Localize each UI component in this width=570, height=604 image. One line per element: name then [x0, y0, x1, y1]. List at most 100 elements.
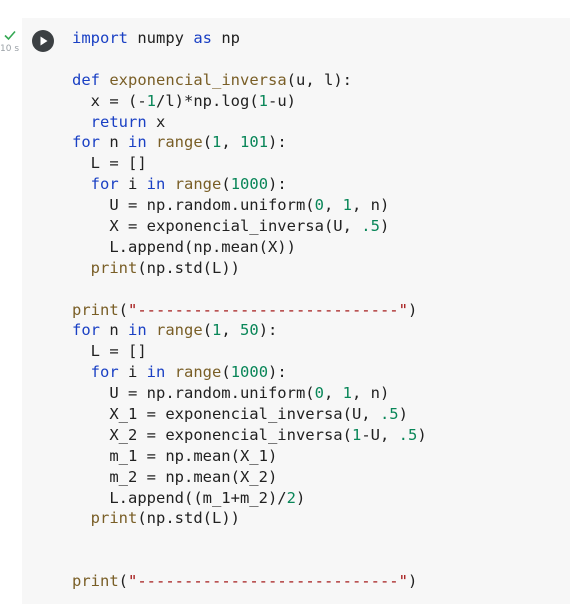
code-token: (: [202, 321, 213, 340]
code-line: U = np.random.uniform(0, 1, n): [72, 195, 427, 216]
code-token: [72, 509, 91, 527]
code-token: ,: [323, 196, 343, 215]
code-token: in: [128, 321, 147, 340]
code-line: return x: [72, 112, 427, 133]
code-line: print(np.std(L)): [72, 508, 427, 529]
code-token: (: [221, 175, 231, 194]
code-token: 1: [342, 196, 352, 215]
code-token: X_1 = exponencial_inversa(U,: [72, 405, 380, 424]
code-token: -U,: [361, 425, 399, 444]
code-token: U = np.random.uniform(: [72, 384, 315, 403]
code-token: (: [118, 300, 129, 319]
code-token: ):: [268, 175, 287, 194]
code-token: ): [379, 217, 390, 236]
code-token: n: [100, 133, 128, 152]
code-line: x = (-1/l)*np.log(1-u): [72, 91, 427, 112]
code-token: [72, 363, 91, 381]
code-token: return: [90, 112, 147, 131]
execution-time: 10 s: [0, 44, 20, 54]
code-token: "----------------------------": [128, 572, 408, 591]
code-line: print("----------------------------"): [72, 571, 427, 592]
code-token: range: [174, 175, 222, 194]
code-token: (: [202, 133, 213, 152]
code-line: X_1 = exponencial_inversa(U, .5): [72, 404, 427, 425]
code-token: range: [156, 321, 203, 340]
code-line: [72, 279, 427, 300]
code-token: as: [193, 29, 212, 47]
code-token: for: [72, 321, 100, 340]
code-token: 2: [286, 488, 296, 507]
code-line: X = exponencial_inversa(U, .5): [72, 216, 427, 237]
code-line: print(np.std(L)): [72, 258, 427, 279]
code-token: ):: [258, 321, 278, 340]
code-token: [147, 133, 156, 151]
code-token: for: [90, 363, 119, 382]
code-token: x: [146, 112, 166, 131]
code-token: i: [118, 175, 147, 194]
code-token: (: [221, 363, 231, 382]
code-token: "----------------------------": [128, 300, 408, 319]
code-token: [72, 113, 91, 131]
code-token: 50: [240, 321, 259, 340]
code-token: n: [100, 321, 128, 340]
code-token: ):: [268, 363, 287, 382]
code-token: for: [90, 175, 119, 194]
code-token: i: [118, 363, 147, 382]
code-token: -u): [268, 91, 296, 110]
code-token: range: [156, 133, 203, 152]
code-token: for: [72, 133, 100, 152]
code-token: ): [398, 405, 408, 424]
code-token: 1: [342, 384, 352, 403]
code-token: L = []: [72, 342, 147, 361]
code-line: for n in range(1, 50):: [72, 320, 427, 341]
cell-gutter: 10 s: [0, 0, 22, 604]
code-token: print: [72, 300, 119, 319]
code-token: in: [146, 175, 166, 194]
code-line: import numpy as np: [72, 28, 427, 49]
code-token: exponencial_inversa: [109, 70, 287, 89]
code-token: , n): [352, 196, 390, 215]
code-token: range: [174, 363, 222, 382]
code-token: 1: [146, 91, 156, 110]
code-token: ): [407, 300, 418, 319]
code-token: 1: [212, 321, 222, 340]
code-line: m_2 = np.mean(X_2): [72, 467, 427, 488]
code-token: X = exponencial_inversa(U,: [72, 217, 362, 236]
code-token: [72, 259, 91, 277]
code-token: [72, 175, 91, 193]
code-token: .5: [398, 425, 418, 444]
code-line: U = np.random.uniform(0, 1, n): [72, 383, 427, 404]
code-token: ): [295, 488, 306, 507]
code-token: 1: [212, 133, 222, 152]
check-icon: [4, 30, 16, 41]
code-token: 1: [351, 425, 362, 444]
code-token: print: [90, 258, 138, 277]
code-token: /l)*np.log(: [156, 91, 259, 110]
code-token: (np.std(L)): [137, 509, 240, 528]
code-token: m_2 = np.mean(X_2): [72, 467, 278, 486]
code-token: ,: [221, 133, 241, 152]
code-token: (u, l):: [286, 70, 352, 89]
code-token: L.append((m_1+m_2)/: [72, 488, 287, 507]
code-token: numpy: [128, 29, 194, 47]
code-token: .5: [361, 217, 380, 236]
code-token: L = []: [72, 154, 147, 173]
code-token: X_2 = exponencial_inversa(: [72, 425, 352, 444]
code-line: [72, 49, 427, 70]
code-token: def: [72, 70, 100, 89]
code-line: L.append(np.mean(X)): [72, 237, 427, 258]
code-line: [72, 529, 427, 550]
code-token: print: [90, 509, 138, 528]
code-token: ): [407, 572, 418, 591]
code-token: ): [417, 425, 427, 444]
code-token: [165, 175, 174, 193]
code-token: ,: [221, 321, 241, 340]
code-editor[interactable]: import numpy as np def exponencial_inver…: [72, 28, 427, 592]
code-cell[interactable]: import numpy as np def exponencial_inver…: [22, 18, 570, 604]
code-token: L.append(np.mean(X)): [72, 237, 296, 256]
code-token: in: [146, 363, 166, 382]
run-cell-button[interactable]: [32, 30, 54, 52]
code-line: m_1 = np.mean(X_1): [72, 446, 427, 467]
code-line: for i in range(1000):: [72, 362, 427, 383]
code-token: (: [118, 572, 129, 591]
